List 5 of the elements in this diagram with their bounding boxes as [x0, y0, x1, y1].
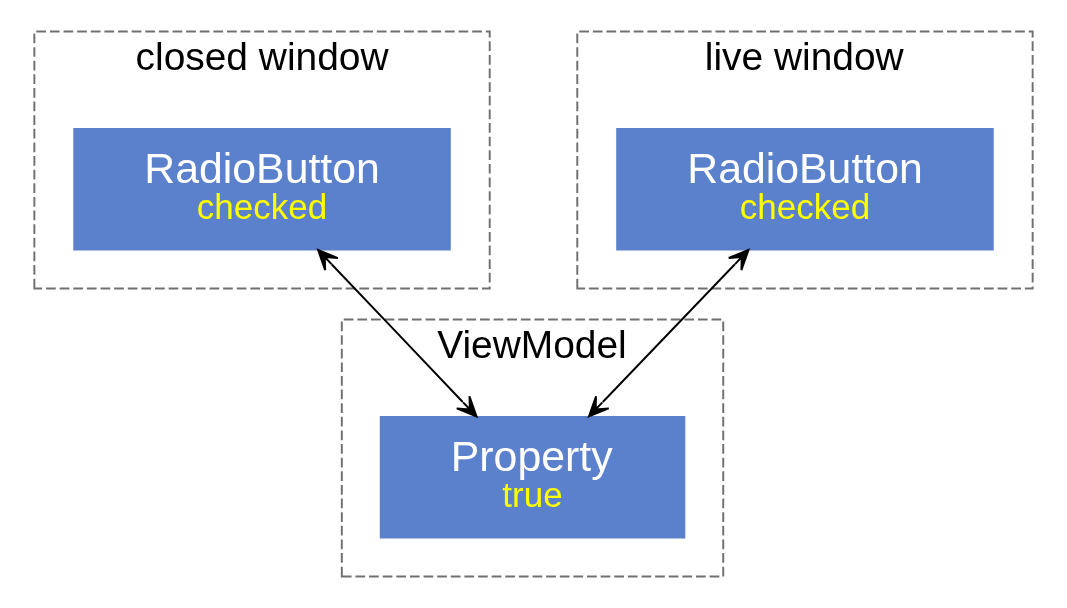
- node-box: Property true: [379, 415, 686, 539]
- node-box: RadioButton checked: [616, 127, 994, 251]
- node-box: RadioButton checked: [73, 127, 451, 251]
- arrow: [587, 249, 750, 418]
- arrow: [317, 249, 478, 418]
